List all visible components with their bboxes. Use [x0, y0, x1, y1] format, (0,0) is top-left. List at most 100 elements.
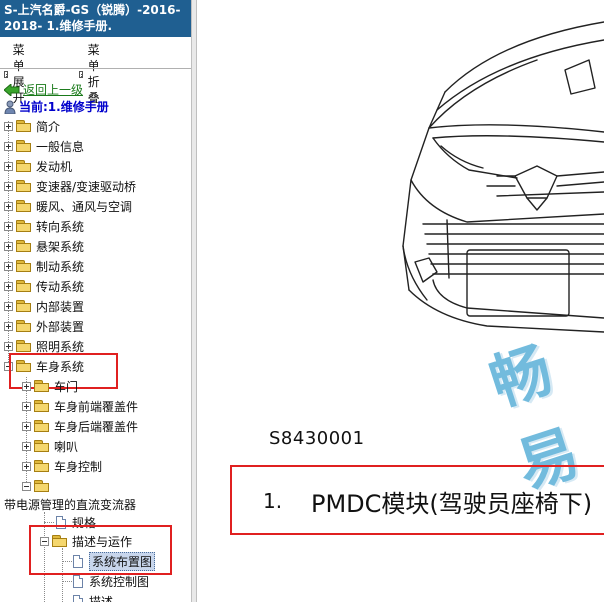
tree-item-general-info[interactable]: 一般信息	[4, 137, 84, 155]
expand-plus-icon[interactable]	[4, 341, 13, 351]
folder-icon	[16, 240, 32, 252]
expand-plus-icon[interactable]	[4, 281, 13, 291]
tree-guide-line	[26, 377, 27, 490]
tree-item-steering[interactable]: 转向系统	[4, 217, 84, 235]
tree-guide-line	[62, 581, 72, 582]
expand-plus-icon[interactable]	[4, 321, 13, 331]
expand-plus-icon[interactable]	[4, 241, 13, 251]
user-icon	[4, 100, 16, 114]
folder-icon	[34, 380, 50, 392]
folder-icon	[16, 180, 32, 192]
document-icon	[73, 574, 83, 588]
tree-guide-line	[62, 548, 63, 602]
back-link[interactable]: 返回上一级	[4, 81, 83, 98]
expand-menu-label: 菜单展开	[12, 43, 25, 105]
folder-icon	[34, 400, 50, 412]
legend-number: 1.	[263, 489, 283, 513]
folder-icon	[16, 320, 32, 332]
tree-item-lighting[interactable]: 照明系统	[4, 337, 84, 355]
expand-plus-icon[interactable]	[4, 261, 13, 271]
tree-item-dc-converter-label[interactable]: 带电源管理的直流变流器	[4, 497, 137, 512]
figure-code: S8430001	[269, 428, 365, 449]
tree-item-system-layout[interactable]: 系统布置图	[73, 551, 156, 571]
tree-item-driveline[interactable]: 传动系统	[4, 277, 84, 295]
collapse-menu-button[interactable]: 菜单折叠	[79, 42, 103, 106]
highlight-box-body-system	[9, 353, 118, 389]
tree-item-system-control[interactable]: 系统控制图	[73, 572, 149, 590]
tree-item-rear-body-panels[interactable]: 车身后端覆盖件	[22, 417, 138, 435]
folder-icon	[16, 280, 32, 292]
folder-icon	[16, 220, 32, 232]
tree-guide-line	[62, 561, 72, 562]
manual-title-line1: S-上汽名爵-GS（锐腾）-2016-	[4, 3, 181, 17]
expand-plus-icon[interactable]	[22, 441, 31, 451]
highlight-box-description-operation	[29, 525, 172, 575]
expand-plus-icon[interactable]	[4, 161, 13, 171]
expand-menu-button[interactable]: 菜单展开	[4, 42, 28, 106]
tree-item-description[interactable]: 描述	[73, 592, 113, 602]
expand-plus-icon[interactable]	[4, 181, 13, 191]
expand-plus-icon[interactable]	[4, 121, 13, 131]
document-icon	[56, 515, 66, 529]
folder-icon	[16, 260, 32, 272]
legend-text: PMDC模块(驾驶员座椅下)	[311, 490, 593, 518]
folder-icon	[16, 300, 32, 312]
content-pane: 畅易 S8430001 1. PMDC模块(驾驶员座椅下)	[197, 0, 604, 602]
expand-plus-icon[interactable]	[4, 301, 13, 311]
open-folder-icon	[34, 480, 50, 492]
sidebar-splitter[interactable]	[191, 0, 197, 602]
folder-icon	[34, 420, 50, 432]
tree-item-brakes[interactable]: 制动系统	[4, 257, 84, 275]
tree-item-dc-converter-folder[interactable]	[22, 477, 54, 495]
folder-icon	[16, 140, 32, 152]
open-folder-icon	[52, 535, 68, 547]
green-back-arrow-icon	[4, 83, 20, 96]
toolbar-divider	[0, 68, 191, 69]
tree-item-suspension[interactable]: 悬架系统	[4, 237, 84, 255]
tree-guide-line	[44, 512, 45, 602]
tree-item-engine[interactable]: 发动机	[4, 157, 72, 175]
menu-list-icon	[79, 70, 83, 78]
current-location-label: 当前:1.维修手册	[19, 100, 109, 114]
tree-item-transmission[interactable]: 变速器/变速驱动桥	[4, 177, 136, 195]
collapse-minus-icon[interactable]	[40, 536, 49, 546]
expand-plus-icon[interactable]	[4, 221, 13, 231]
collapse-minus-icon[interactable]	[22, 481, 31, 491]
expand-plus-icon[interactable]	[22, 461, 31, 471]
tree-item-doors[interactable]: 车门	[22, 377, 78, 395]
highlight-box-legend	[230, 465, 604, 535]
tree-item-introduction[interactable]: 简介	[4, 117, 60, 135]
folder-icon	[16, 120, 32, 132]
current-location: 当前:1.维修手册	[3, 98, 109, 115]
expand-plus-icon[interactable]	[4, 201, 13, 211]
folder-icon	[16, 200, 32, 212]
open-folder-icon	[16, 360, 32, 372]
folder-icon	[34, 460, 50, 472]
tree-item-exterior[interactable]: 外部装置	[4, 317, 84, 335]
tree-item-hvac[interactable]: 暖风、通风与空调	[4, 197, 132, 215]
folder-icon	[16, 340, 32, 352]
menu-list-icon	[4, 70, 8, 78]
expand-plus-icon[interactable]	[22, 381, 31, 391]
tree-item-body-control[interactable]: 车身控制	[22, 457, 102, 475]
manual-title: S-上汽名爵-GS（锐腾）-2016- 2018- 1.维修手册.	[0, 0, 191, 37]
tree-item-front-body-panels[interactable]: 车身前端覆盖件	[22, 397, 138, 415]
expand-plus-icon[interactable]	[22, 421, 31, 431]
expand-plus-icon[interactable]	[22, 401, 31, 411]
expand-plus-icon[interactable]	[4, 141, 13, 151]
folder-icon	[34, 440, 50, 452]
tree-item-interior[interactable]: 内部装置	[4, 297, 84, 315]
document-icon	[73, 594, 83, 602]
folder-icon	[16, 160, 32, 172]
tree-item-body-system[interactable]: 车身系统	[4, 357, 84, 375]
tree-item-description-operation[interactable]: 描述与运作	[40, 532, 132, 550]
tree-item-horn[interactable]: 喇叭	[22, 437, 78, 455]
manual-title-line2: 2018- 1.维修手册.	[4, 19, 113, 33]
car-front-illustration	[402, 21, 604, 333]
navigation-sidebar: S-上汽名爵-GS（锐腾）-2016- 2018- 1.维修手册. 菜单展开 菜…	[0, 0, 191, 602]
collapse-minus-icon[interactable]	[4, 361, 13, 371]
back-link-label[interactable]: 返回上一级	[23, 83, 84, 97]
tree-guide-line	[44, 522, 54, 523]
collapse-menu-label: 菜单折叠	[87, 43, 100, 105]
document-icon	[73, 554, 83, 568]
